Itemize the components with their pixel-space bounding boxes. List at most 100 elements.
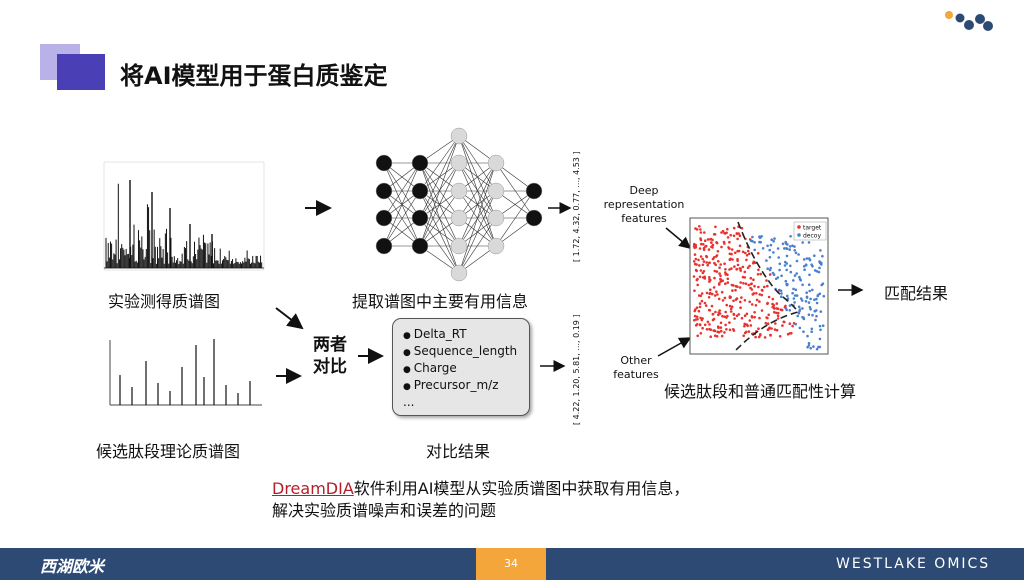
decoy-point: [809, 297, 812, 301]
target-point: [745, 323, 749, 326]
decoy-point: [783, 264, 787, 267]
decoy-point: [794, 288, 798, 292]
arrow-spectrum-to-compare: [275, 307, 304, 330]
target-point: [724, 323, 727, 327]
target-point: [708, 327, 711, 331]
target-point: [721, 299, 725, 302]
target-point: [731, 289, 734, 292]
decoy-point: [794, 322, 797, 326]
target-point: [715, 290, 718, 294]
target-point: [743, 324, 746, 328]
feature-item: Sequence_length: [403, 344, 529, 361]
feature-item: Precursor_m/z: [403, 378, 529, 395]
target-point: [736, 237, 739, 241]
target-point: [723, 315, 726, 319]
nn-node: [375, 209, 393, 227]
target-point: [693, 262, 697, 266]
target-point: [724, 268, 727, 271]
decoy-point: [817, 345, 820, 349]
decoy-point: [772, 240, 775, 243]
decoy-point: [796, 314, 799, 318]
target-point: [735, 297, 739, 300]
target-point: [750, 303, 754, 306]
target-point: [755, 298, 759, 302]
nn-node: [525, 182, 543, 200]
target-point: [698, 305, 702, 309]
decoy-point: [818, 292, 822, 296]
target-point: [709, 288, 712, 292]
target-point: [741, 265, 745, 269]
match-calculation-label: 候选肽段和普通匹配性计算: [664, 382, 857, 401]
decoy-point: [774, 277, 778, 281]
target-point: [752, 292, 756, 295]
target-point: [719, 326, 723, 329]
target-point: [767, 295, 771, 299]
decoy-point: [781, 242, 785, 246]
target-point: [754, 304, 758, 307]
target-point: [694, 257, 698, 261]
nn-node: [411, 237, 429, 255]
target-point: [734, 288, 737, 292]
target-point: [733, 265, 736, 268]
target-point: [745, 312, 749, 316]
target-point: [775, 328, 779, 332]
decoy-point: [805, 257, 809, 260]
decoy-point: [773, 237, 776, 240]
experimental-spectrum-label: 实验测得质谱图: [108, 292, 221, 311]
target-point: [701, 326, 704, 330]
target-point: [735, 268, 738, 271]
extract-info-label: 提取谱图中主要有用信息: [352, 292, 529, 311]
decoy-point: [786, 283, 789, 286]
decoy-point: [809, 346, 812, 350]
target-point: [696, 283, 699, 287]
diagram-canvas: target decoy: [103, 127, 864, 406]
page-number-badge: 34: [476, 548, 546, 580]
nn-connection: [383, 190, 421, 247]
target-point: [694, 318, 698, 321]
target-point: [715, 335, 719, 338]
decoy-point: [815, 347, 819, 351]
nn-connection: [458, 162, 497, 247]
decoy-point: [766, 244, 769, 248]
conclusion-line2: 解决实验质谱噪声和误差的问题: [272, 501, 497, 520]
target-point: [717, 260, 720, 263]
compare-label: 两者对比: [313, 335, 347, 377]
theoretical-spectrum-plot: [109, 339, 262, 406]
target-point: [707, 308, 711, 312]
target-point: [788, 322, 792, 326]
target-point: [748, 300, 751, 304]
decoy-point: [820, 263, 823, 266]
target-point: [729, 310, 733, 313]
target-point: [698, 247, 702, 250]
target-point: [726, 281, 730, 284]
target-point: [763, 285, 766, 289]
decoy-point: [798, 309, 801, 313]
target-point: [699, 231, 703, 234]
target-point: [724, 310, 727, 314]
deep-feature-vector: [ 1.72, 4.32, 0.77, ..., 4.53 ]: [572, 151, 581, 262]
nn-connection: [383, 162, 421, 219]
target-point: [699, 269, 703, 272]
target-point: [755, 292, 758, 295]
decoy-point: [785, 254, 789, 258]
target-point: [728, 304, 732, 308]
target-point: [718, 282, 721, 285]
decoy-point: [802, 265, 806, 268]
target-point: [693, 289, 696, 293]
target-point: [729, 307, 733, 311]
target-point: [743, 322, 746, 326]
other-features-label: Other features: [613, 354, 659, 381]
theoretical-spectrum-label: 候选肽段理论质谱图: [96, 442, 241, 461]
target-point: [728, 240, 731, 244]
target-point: [788, 332, 792, 335]
decoy-point: [801, 307, 804, 310]
decoy-point: [789, 235, 792, 238]
target-point: [698, 264, 701, 267]
decoy-point: [799, 278, 802, 282]
match-result-label: 匹配结果: [884, 284, 949, 303]
decoy-point: [789, 270, 793, 274]
target-point: [719, 329, 723, 333]
deep-features-label: Deep representation features: [603, 184, 685, 225]
target-point: [712, 317, 716, 321]
target-point: [733, 251, 737, 255]
